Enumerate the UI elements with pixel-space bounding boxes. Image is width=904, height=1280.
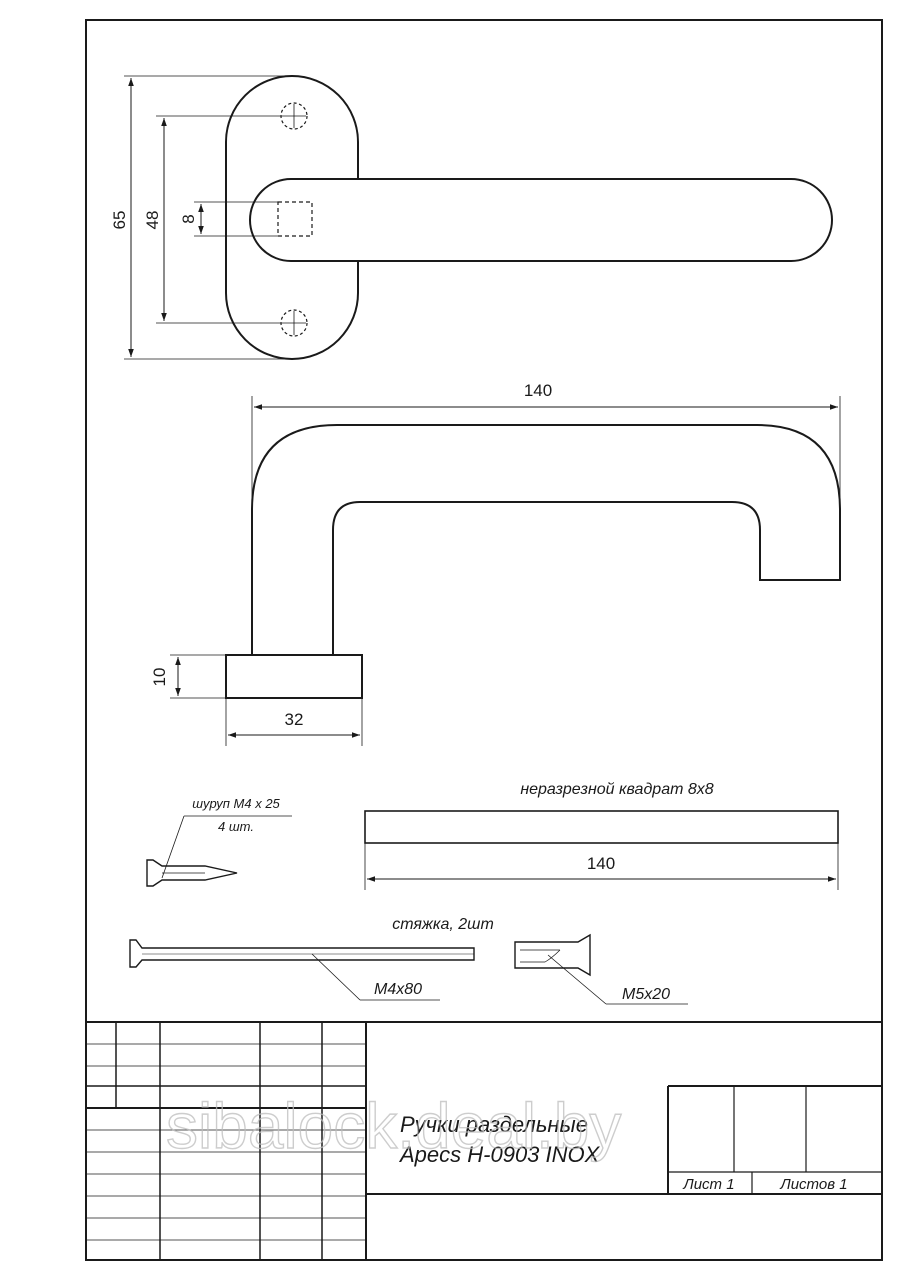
long-bolt-icon: [129, 939, 475, 968]
screw-label-size: шуруп М4 х 25: [192, 796, 280, 811]
title-block: [86, 1021, 882, 1260]
spindle: [364, 810, 839, 890]
short-bolt-icon: [514, 933, 591, 977]
dim-rose-width: 32: [285, 710, 304, 729]
square-hole: [277, 201, 313, 237]
lever-side-outline: [251, 424, 841, 655]
screw: [146, 815, 292, 887]
lever-top-outline: [249, 178, 833, 262]
side-view: [170, 396, 841, 746]
dim-lever-length: 140: [524, 381, 552, 400]
leader-line: [161, 815, 185, 879]
dim-square-size: 8: [179, 214, 198, 223]
leader-line: [547, 954, 607, 1005]
leader-line: [311, 953, 361, 1001]
watermark: sibalock.deal.by: [166, 1090, 621, 1162]
dim-spindle-length: 140: [587, 854, 615, 873]
drawing-title-line1: Ручки раздельные: [400, 1112, 588, 1137]
dim-rosette-height: 65: [110, 211, 129, 230]
screw-icon: [146, 859, 238, 887]
long-bolt-label: М4х80: [374, 981, 422, 998]
spindle-bar: [364, 810, 839, 844]
drawing-frame: [85, 19, 883, 1261]
bolts-label: стяжка, 2шт: [392, 916, 494, 933]
rose-side-outline: [225, 654, 363, 699]
spindle-label: неразрезной квадрат 8х8: [520, 781, 713, 798]
sheet-number-label: Лист 1: [682, 1176, 734, 1193]
drawing-title-line2: Apecs H-0903 INOX: [398, 1142, 601, 1167]
sheet-count-label: Листов 1: [779, 1176, 847, 1193]
dim-rose-thickness: 10: [150, 668, 169, 687]
short-bolt-label: М5х20: [622, 986, 670, 1003]
dim-screw-spacing: 48: [143, 211, 162, 230]
screw-label-qty: 4 шт.: [218, 819, 254, 834]
top-view: [124, 75, 833, 360]
bolts: [129, 933, 688, 1005]
